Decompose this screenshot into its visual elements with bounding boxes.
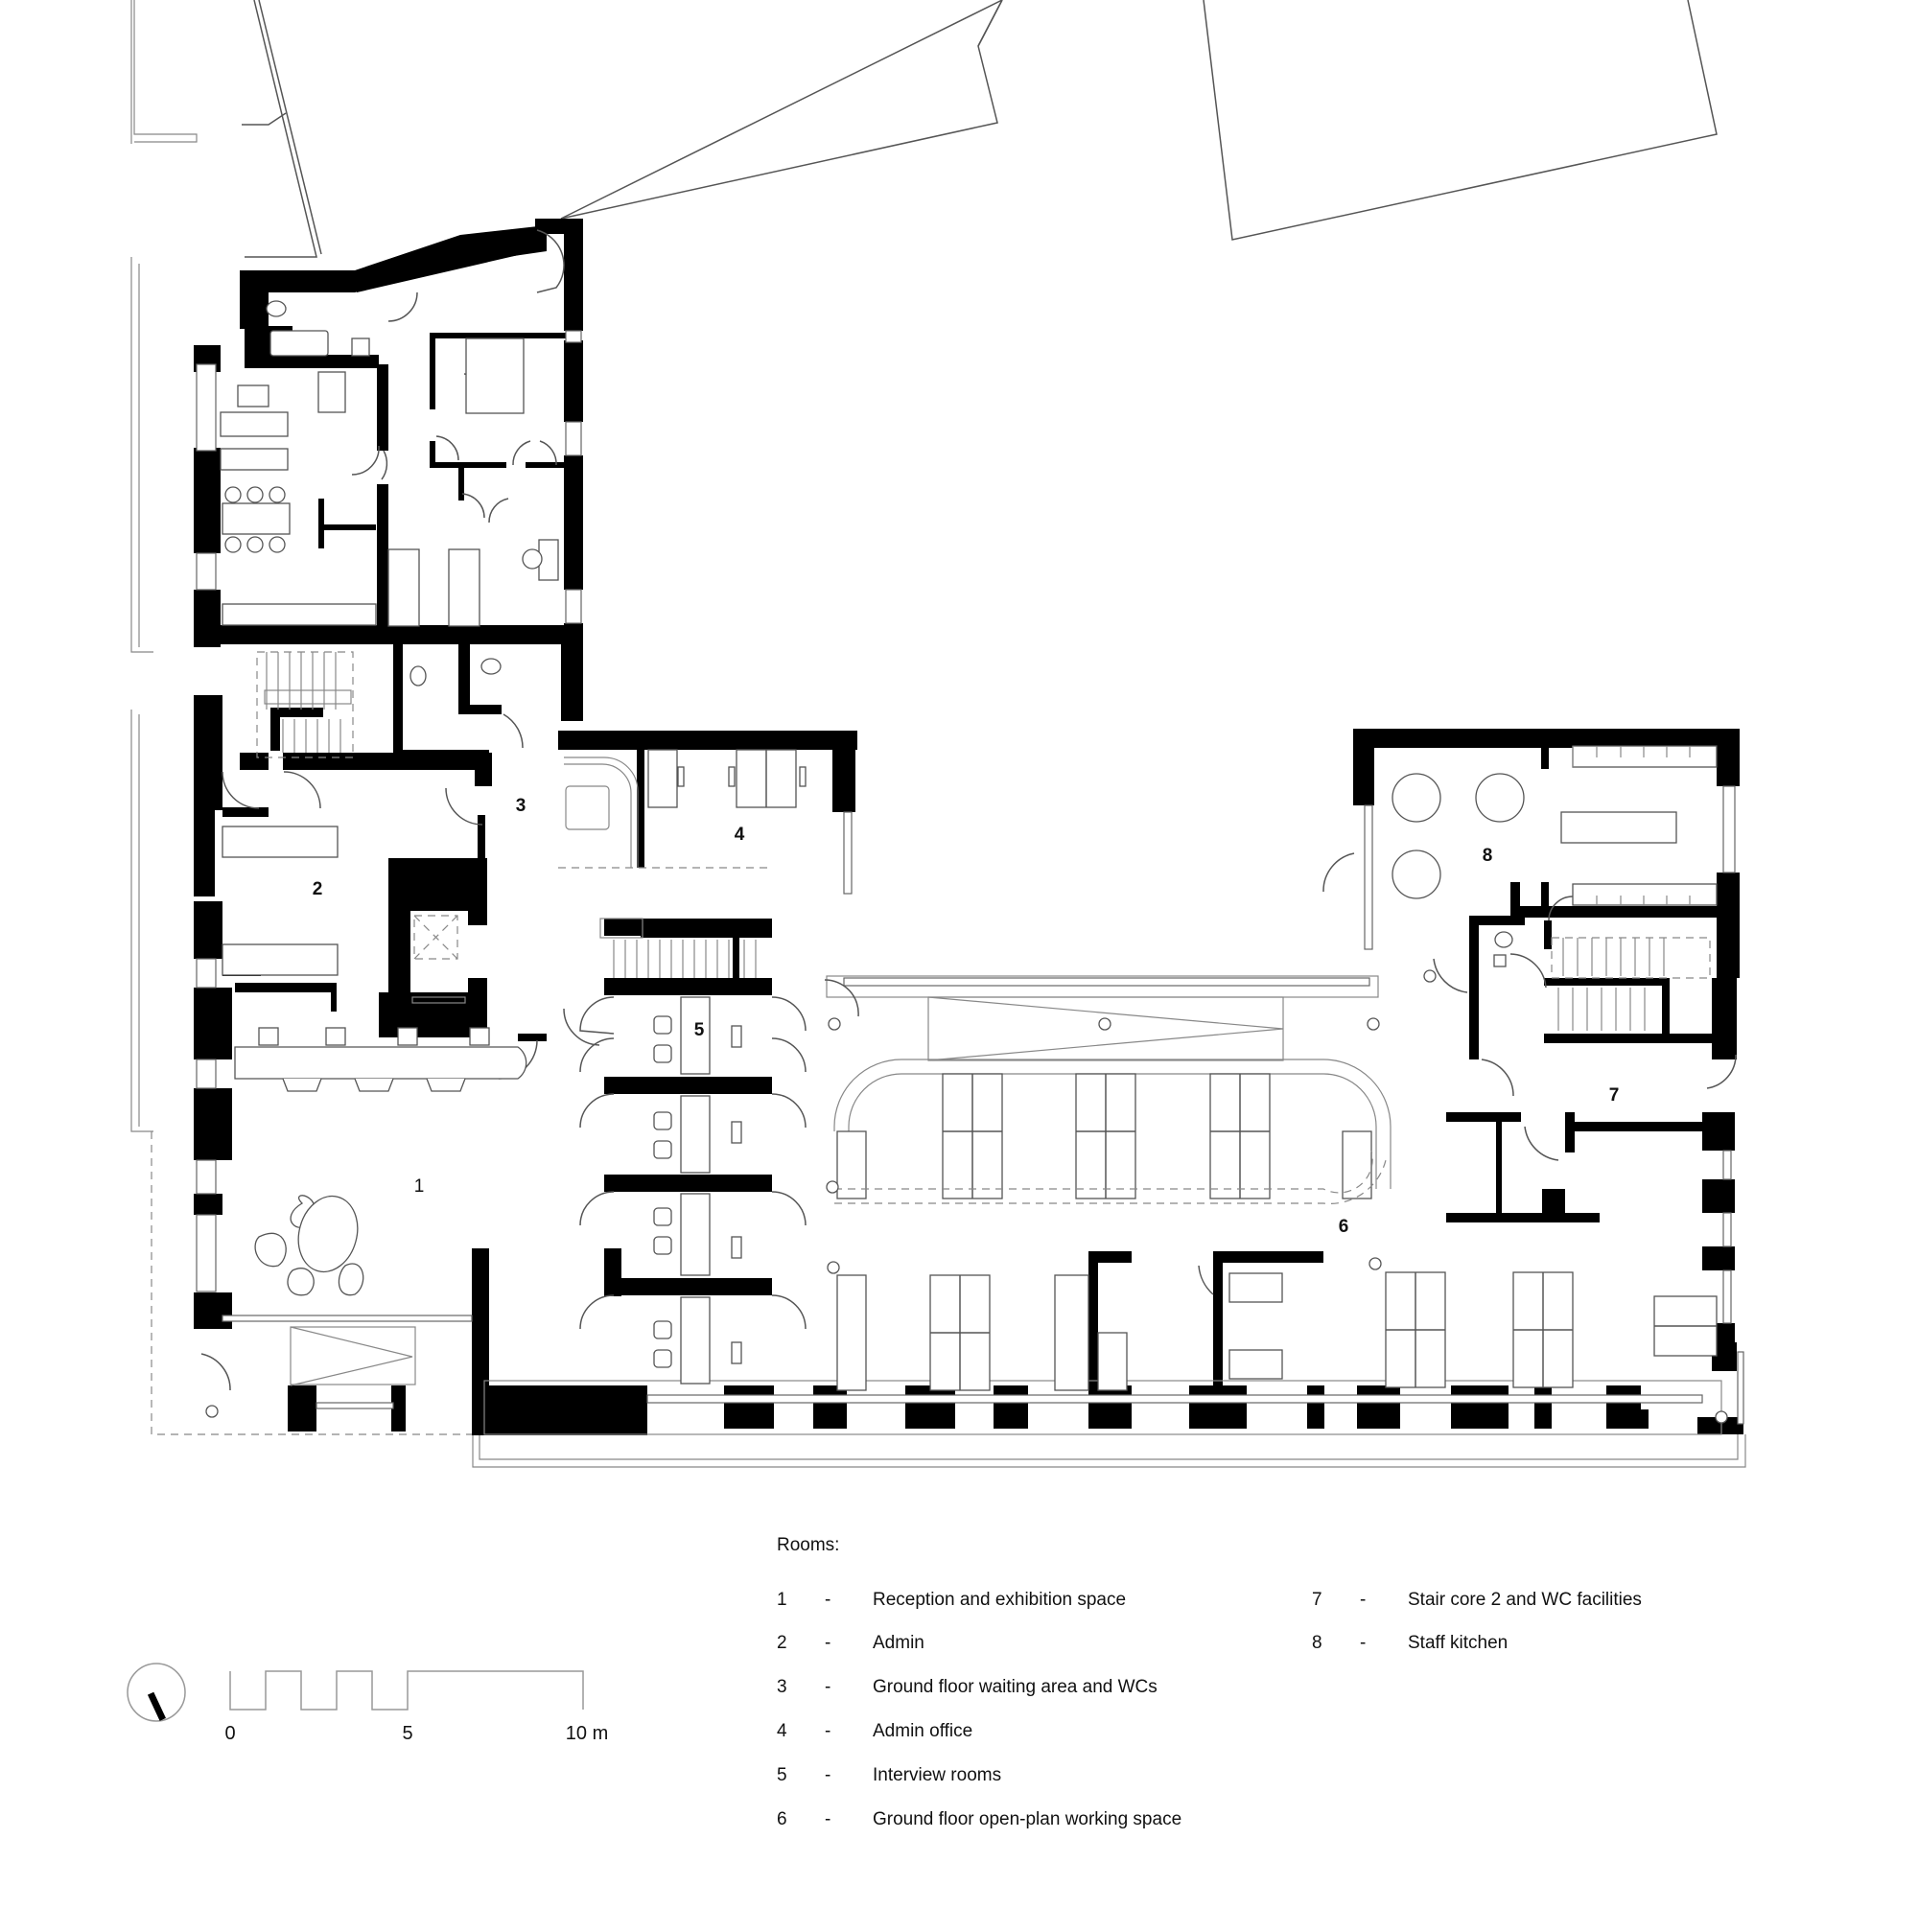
legend-separator: - [825,1721,831,1741]
stair-core-1-left [256,651,354,758]
open-plan-desks-lower [836,1271,1718,1391]
legend-separator: - [825,1633,831,1653]
room-label-7: 7 [1608,1085,1620,1106]
legend-room-name: Reception and exhibition space [873,1590,1127,1610]
north-arrow-icon [127,1663,186,1722]
neighbouring-buildings [130,0,1718,1132]
room-label-5: 5 [693,1020,705,1040]
legend-separator: - [1360,1633,1367,1653]
furniture [205,300,1728,1424]
room-label-4: 4 [734,825,745,845]
stair-core-1-center [599,918,757,978]
legend-number: 1 [777,1590,787,1610]
legend-number: 8 [1312,1633,1322,1653]
legend-room-name: Staff kitchen [1408,1633,1509,1653]
stair-core-2 [1551,937,1711,1031]
legend-separator: - [825,1677,831,1697]
scale-label-5: 5 [402,1723,413,1744]
reception-ramp [290,1326,416,1386]
legend-room-name: Stair core 2 and WC facilities [1408,1590,1642,1610]
open-plan-desks-upper [833,1059,1392,1204]
legend-room-name: Admin [873,1633,924,1653]
room-label-3: 3 [515,796,526,816]
terrace-outline [151,1131,1746,1468]
legend-separator: - [825,1765,831,1785]
interview-furniture [653,996,742,1385]
legend-room-name: Ground floor open-plan working space [873,1809,1182,1829]
columns [205,969,1728,1424]
legend-room-name: Ground floor waiting area and WCs [873,1677,1158,1697]
legend-number: 2 [777,1633,787,1653]
legend-room-name: Interview rooms [873,1765,1002,1785]
legend-separator: - [825,1809,831,1829]
room-label-8: 8 [1482,846,1493,866]
legend-separator: - [825,1590,831,1610]
room-label-2: 2 [312,879,323,899]
legend-number: 3 [777,1677,787,1697]
open-plan-ramp [927,996,1284,1061]
room-label-1: 1 [413,1176,425,1197]
legend-number: 4 [777,1721,787,1741]
legend-number: 6 [777,1809,787,1829]
legend-separator: - [1360,1590,1367,1610]
wc-fixtures [220,300,1513,967]
legend-room-name: Admin office [873,1721,973,1741]
glazing [196,330,1744,1435]
scale-label-10: 10 m [565,1723,609,1744]
walls [194,219,1743,1435]
scale-label-0: 0 [224,1723,236,1744]
scale-bar-icon [229,1670,584,1711]
stairs [256,651,1711,1386]
room-label-6: 6 [1338,1217,1349,1237]
legend-number: 5 [777,1765,787,1785]
kitchen-furniture [1392,745,1718,906]
legend-title: Rooms: [777,1535,840,1555]
legend-number: 7 [1312,1590,1322,1610]
